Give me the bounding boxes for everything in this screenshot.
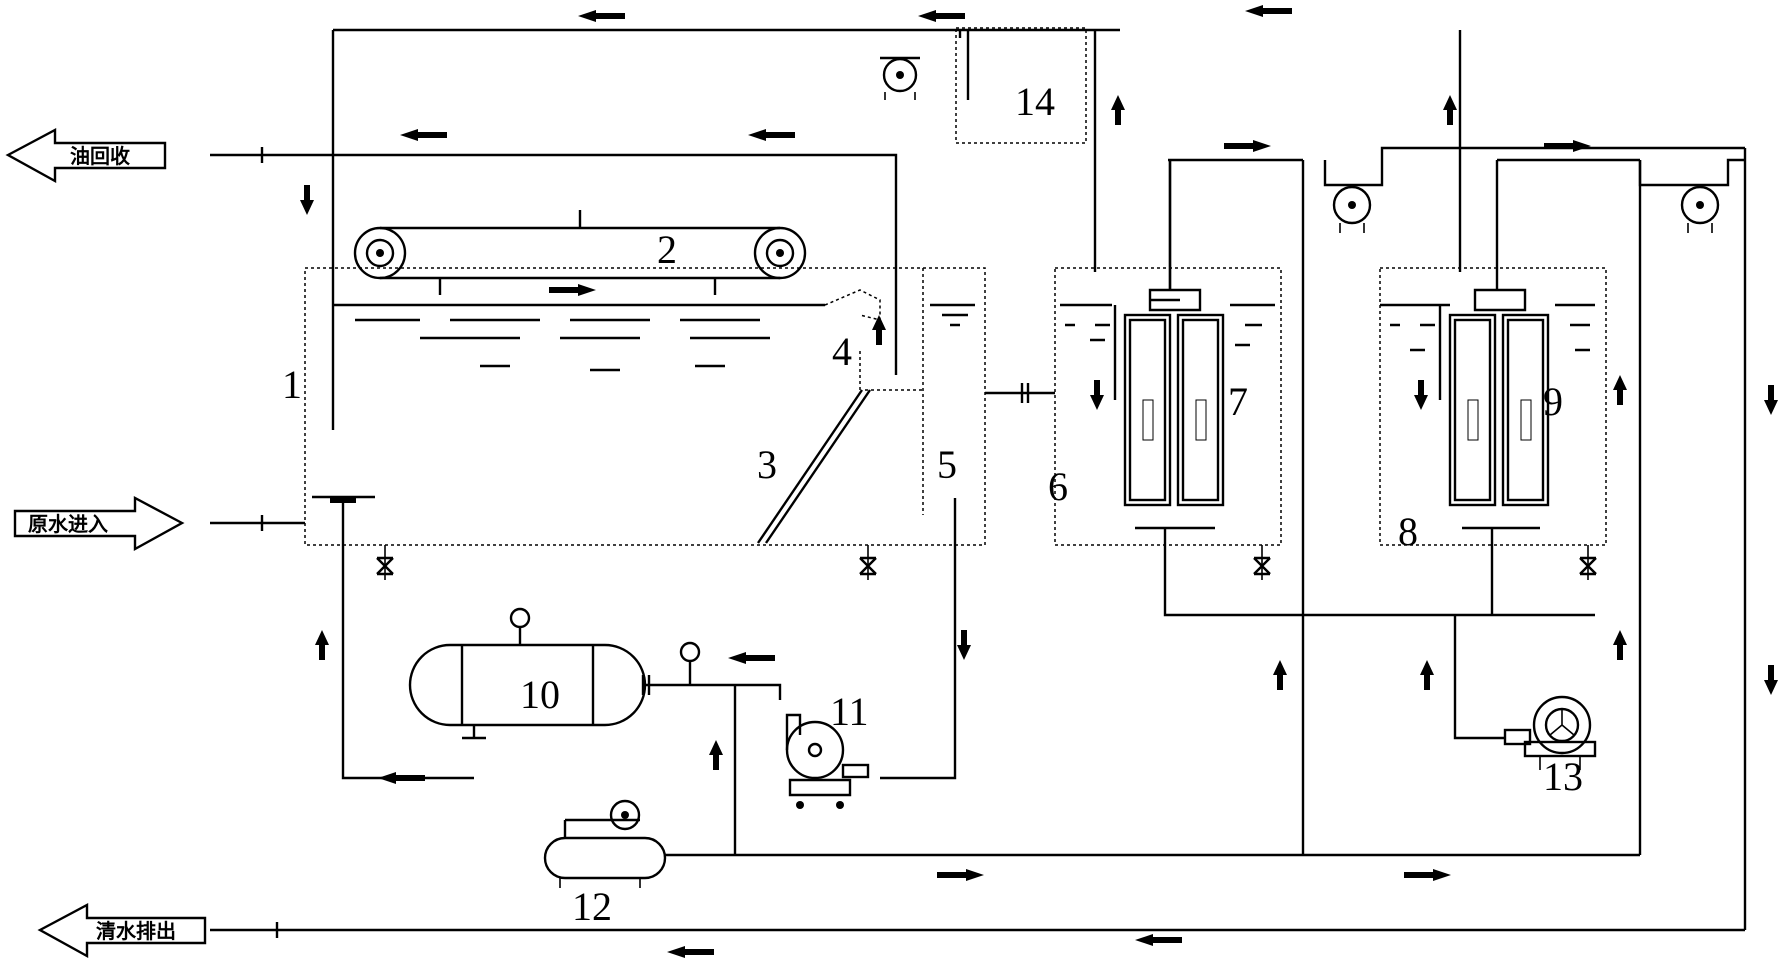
inclined-plate-3 [757, 389, 871, 544]
inlet-distributor [312, 495, 474, 780]
clean-water-outlet: 清水排出 [37, 903, 1745, 959]
pressure-tank-10 [408, 607, 647, 740]
module9-outlet [1497, 140, 1640, 162]
tank-14 [955, 27, 1087, 144]
air-main-pipe [665, 685, 1640, 881]
drain-valves [376, 545, 1597, 580]
pipe-10-to-11 [641, 641, 782, 700]
label-5: 5 [937, 442, 957, 487]
water-surface-tank1 [333, 289, 881, 372]
label-14: 14 [1015, 79, 1055, 124]
component-numbers: 1 2 3 4 5 6 7 8 9 10 11 12 13 14 [282, 79, 1583, 929]
blower-13 [1503, 695, 1597, 770]
oil-recovery-arrow-label: 油回收 [5, 128, 167, 184]
oil-flow-arrows [400, 129, 795, 141]
aeration-tank6 [1163, 528, 1595, 690]
label-8: 8 [1398, 509, 1418, 554]
label-13: 13 [1543, 754, 1583, 799]
pipe-5-to-6 [985, 383, 1055, 403]
label-11: 11 [830, 689, 869, 734]
label-1: 1 [282, 362, 302, 407]
label-6: 6 [1048, 464, 1068, 509]
label-12: 12 [572, 884, 612, 929]
label-2: 2 [657, 227, 677, 272]
module7-outlet [1168, 140, 1303, 290]
oil-recovery-label: 油回收 [70, 144, 130, 168]
top-flow-arrows [578, 5, 1292, 22]
aeration-tank8 [1420, 528, 1505, 740]
label-3: 3 [757, 442, 777, 487]
skimmer-2 [353, 210, 807, 295]
label-10: 10 [520, 672, 560, 717]
label-9: 9 [1543, 379, 1563, 424]
tank-6 [1054, 267, 1282, 546]
membrane-module-9 [1448, 160, 1550, 530]
raw-water-label: 原水进入 [28, 512, 108, 536]
membrane-module-7 [1123, 160, 1225, 530]
pump-11 [785, 713, 870, 809]
dosing-pump-top [880, 56, 920, 100]
label-4: 4 [832, 329, 852, 374]
top-return-pipe [331, 28, 1462, 430]
tank-8 [1379, 267, 1607, 546]
clean-water-label: 清水排出 [96, 919, 176, 943]
compartment-5 [880, 303, 975, 780]
label-7: 7 [1228, 379, 1248, 424]
right-vertical-pipes [1301, 146, 1747, 930]
flotation-tank-1 [304, 267, 986, 546]
oil-recovery-pipe [210, 147, 898, 375]
right-flow-arrows [1613, 375, 1778, 695]
raw-water-inlet: 原水进入 [13, 496, 305, 552]
compressor-12 [543, 799, 667, 888]
suction-pump-7 [1323, 160, 1384, 233]
suction-pump-9 [1638, 158, 1745, 233]
